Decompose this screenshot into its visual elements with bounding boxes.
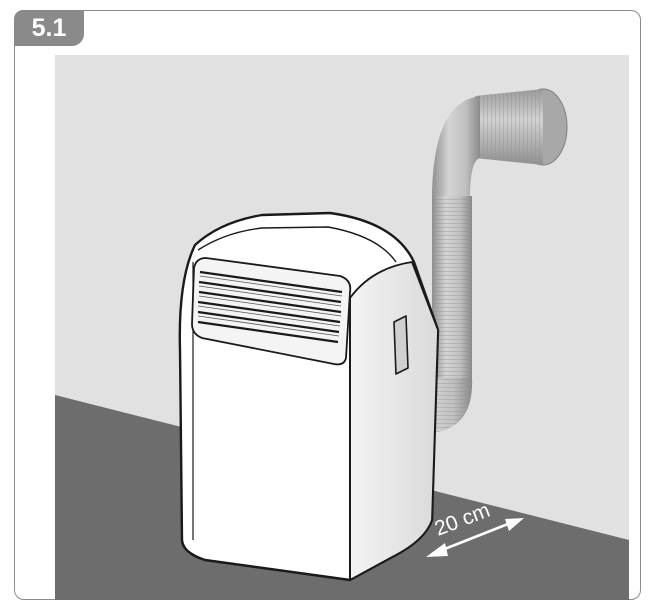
unit-side-panel xyxy=(350,262,438,580)
portable-air-conditioner-icon xyxy=(180,213,438,580)
side-handle xyxy=(394,316,408,374)
